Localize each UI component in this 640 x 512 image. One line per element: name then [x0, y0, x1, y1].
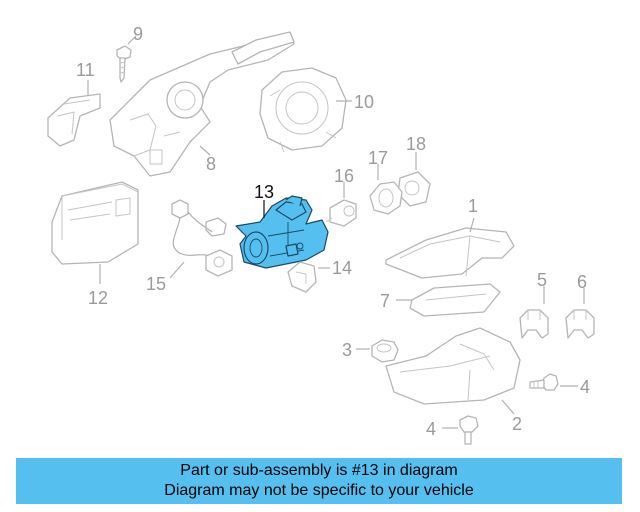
info-banner: Part or sub-assembly is #13 in diagram D… — [16, 458, 622, 504]
part-10-clock-spring[interactable] — [259, 67, 347, 153]
callout-12: 12 — [88, 288, 108, 308]
callout-8: 8 — [206, 154, 216, 174]
banner-line-2: Diagram may not be specific to your vehi… — [164, 482, 474, 499]
callout-16: 16 — [334, 166, 354, 186]
callout-2: 2 — [512, 414, 522, 434]
callout-6: 6 — [577, 272, 587, 292]
callout-4-right: 4 — [580, 377, 590, 397]
banner-line-1: Part or sub-assembly is #13 in diagram — [180, 462, 458, 479]
callout-9: 9 — [133, 24, 143, 44]
parts-diagram: 9 11 8 10 18 17 — [47, 24, 595, 445]
part-3-grommet[interactable] — [371, 339, 399, 363]
callout-7: 7 — [380, 291, 390, 311]
part-4-screw-bottom[interactable] — [459, 415, 479, 445]
part-9-screw[interactable] — [116, 45, 132, 83]
callout-13: 13 — [254, 182, 274, 202]
part-14-clip[interactable] — [287, 261, 317, 293]
callout-15: 15 — [146, 274, 166, 294]
part-6-clip[interactable] — [565, 309, 595, 339]
callout-18: 18 — [406, 134, 426, 154]
part-16-sensor[interactable] — [325, 199, 357, 227]
callout-1: 1 — [468, 196, 478, 216]
callout-14: 14 — [332, 258, 352, 278]
part-18-ring[interactable] — [397, 171, 431, 207]
part-7-trim-panel[interactable] — [409, 283, 501, 317]
callout-11: 11 — [76, 60, 95, 80]
part-11-bracket[interactable] — [47, 93, 101, 147]
part-8-combination-switch[interactable] — [109, 31, 295, 177]
part-1-upper-cover[interactable] — [385, 227, 515, 279]
part-12-control-module[interactable] — [51, 181, 139, 265]
callout-17: 17 — [368, 148, 388, 168]
callout-4-bottom: 4 — [426, 419, 436, 439]
callout-5: 5 — [537, 270, 547, 290]
part-2-lower-cover[interactable] — [385, 327, 521, 405]
part-5-clip[interactable] — [519, 309, 549, 339]
callout-10: 10 — [354, 92, 374, 112]
part-17-lock-cylinder[interactable] — [369, 181, 403, 215]
part-13-ignition-switch[interactable] — [235, 195, 329, 269]
part-4-screw-right[interactable] — [529, 373, 559, 391]
callout-3: 3 — [342, 340, 352, 360]
part-15-wiring-harness[interactable] — [171, 199, 233, 277]
